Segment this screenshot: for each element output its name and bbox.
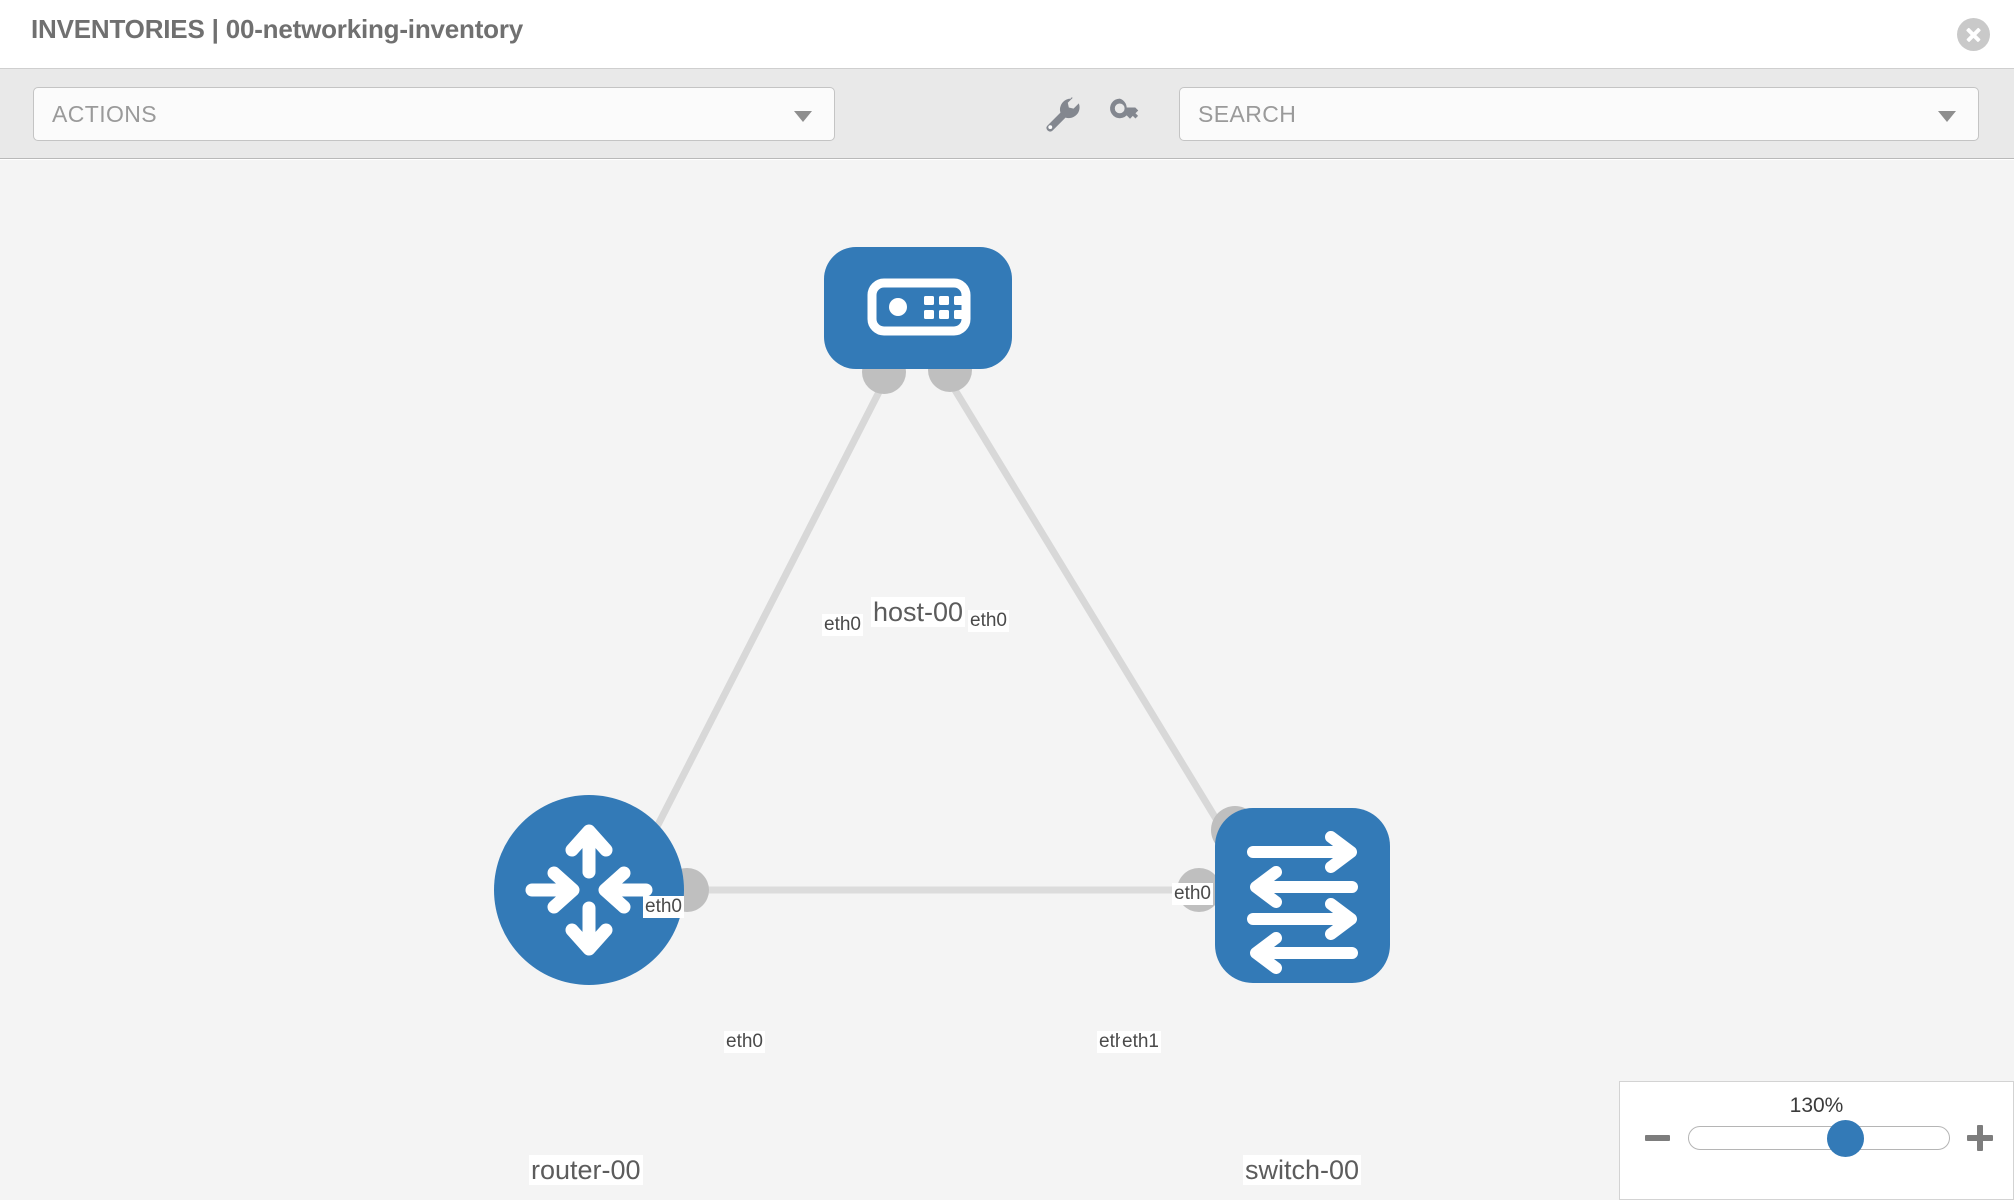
iface-label-switch00-eth1: eth1	[1120, 1031, 1161, 1053]
iface-label-host00-left: eth0	[822, 614, 863, 636]
key-icon[interactable]	[1105, 93, 1147, 135]
chevron-down-icon	[1938, 111, 1956, 122]
iface-label-router00-uplink: eth0	[643, 896, 684, 918]
topology-graph	[494, 247, 1390, 985]
node-label-host-00: host-00	[871, 597, 966, 627]
zoom-slider[interactable]	[1688, 1120, 1950, 1157]
iface-label-host00-right: eth0	[968, 610, 1009, 632]
toolbar: ACTIONS SEARCH	[0, 69, 2014, 159]
router-arrows-icon	[525, 824, 653, 956]
plus-icon[interactable]	[1967, 1125, 1993, 1151]
node-host-00	[824, 247, 1012, 369]
chevron-down-icon	[794, 111, 812, 122]
switch-arrows-icon	[1247, 831, 1358, 974]
topology-canvas[interactable]: host-00 router-00 switch-00 eth0 eth0 et…	[0, 160, 2014, 1200]
link-host00-switch00	[952, 388, 1238, 852]
node-label-switch-00: switch-00	[1243, 1155, 1362, 1185]
iface-label-switch00-uplink: eth0	[1172, 883, 1213, 905]
search-input[interactable]: SEARCH	[1179, 87, 1979, 141]
node-switch-00	[1215, 808, 1390, 983]
search-placeholder: SEARCH	[1198, 101, 1297, 127]
zoom-control-panel: 130%	[1619, 1081, 2014, 1200]
minus-icon[interactable]	[1645, 1135, 1670, 1141]
actions-dropdown-label: ACTIONS	[52, 101, 158, 127]
zoom-level-value: 130%	[1789, 1094, 1844, 1117]
link-host00-router00	[636, 388, 884, 862]
page-title: INVENTORIES | 00-networking-inventory	[31, 14, 524, 44]
wrench-icon[interactable]	[1041, 93, 1083, 135]
node-router-00	[494, 795, 684, 985]
iface-label-router00-eth0: eth0	[724, 1031, 765, 1053]
close-icon[interactable]	[1957, 18, 1990, 51]
zoom-slider-thumb[interactable]	[1827, 1120, 1864, 1157]
page-header: INVENTORIES | 00-networking-inventory	[0, 0, 2014, 69]
topology-links	[636, 388, 1240, 894]
actions-dropdown[interactable]: ACTIONS	[33, 87, 835, 141]
node-label-router-00: router-00	[529, 1155, 643, 1185]
server-icon	[867, 278, 971, 336]
